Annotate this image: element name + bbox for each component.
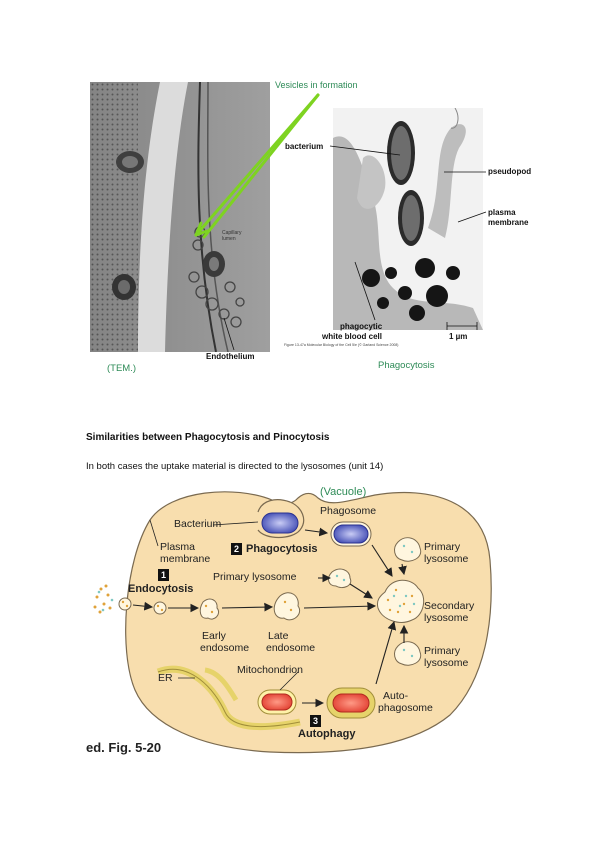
phagocytic-label-line1: phagocytic xyxy=(340,322,383,331)
scale-bar-label: 1 µm xyxy=(449,332,468,341)
section-body: In both cases the uptake material is dir… xyxy=(86,461,384,472)
autophagosome-label-1: Auto- xyxy=(383,690,409,702)
phagocytosis-step-label: Phagocytosis xyxy=(246,543,318,555)
plasma-membrane-diagram-label-2: membrane xyxy=(160,553,211,565)
pseudopod-label: pseudopod xyxy=(488,167,532,176)
capillary-lumen-label: Capillary lumen xyxy=(222,230,242,242)
phagocytic-label-line2: white blood cell xyxy=(322,332,383,341)
step-1-number: 1 xyxy=(158,569,169,581)
primary-lysosome-bottom-label-2: lysosome xyxy=(424,657,469,669)
tem-label: (TEM.) xyxy=(107,363,137,374)
late-endosome-label-2: endosome xyxy=(266,642,316,654)
primary-lysosome-mid-label: Primary lysosome xyxy=(213,571,297,583)
vesicles-in-formation-label: Vesicles in formation xyxy=(275,80,358,90)
primary-lysosome-top-label-1: Primary xyxy=(424,541,461,553)
step-3-number: 3 xyxy=(310,715,321,727)
primary-lysosome-bottom-label-1: Primary xyxy=(424,645,461,657)
autophagy-step-label: Autophagy xyxy=(298,728,356,740)
endocytosis-step-label: Endocytosis xyxy=(128,583,194,595)
early-endosome-label-1: Early xyxy=(202,630,226,642)
plasma-membrane-diagram-label-1: Plasma xyxy=(160,541,196,553)
primary-lysosome-top-label-2: lysosome xyxy=(424,553,469,565)
mitochondrion-label: Mitochondrion xyxy=(237,664,303,676)
bacterium-label: bacterium xyxy=(285,142,324,151)
bacterium-diagram-label: Bacterium xyxy=(174,518,222,530)
section-heading: Similarities between Phagocytosis and Pi… xyxy=(86,432,330,443)
phagosome-label: Phagosome xyxy=(320,505,377,517)
tem-micrograph xyxy=(90,81,270,353)
secondary-lysosome-label-2: lysosome xyxy=(424,612,469,624)
early-endosome-label-2: endosome xyxy=(200,642,250,654)
phagocytosis-label: Phagocytosis xyxy=(378,360,435,371)
plasma-membrane-label: plasma membrane xyxy=(488,208,529,227)
step-2-number: 2 xyxy=(231,543,242,555)
figure-credit: Figure 13-47a Molecular Biology of the C… xyxy=(284,343,399,347)
secondary-lysosome-label-1: Secondary xyxy=(424,600,475,612)
phagocytosis-micrograph xyxy=(333,107,483,330)
endothelium-label: Endothelium xyxy=(206,352,255,361)
late-endosome-label-1: Late xyxy=(268,630,289,642)
vacuole-label: (Vacuole) xyxy=(320,486,367,498)
figure-reference: ed. Fig. 5-20 xyxy=(86,740,162,755)
autophagosome-label-2: phagosome xyxy=(378,702,433,714)
er-label: ER xyxy=(158,672,173,684)
